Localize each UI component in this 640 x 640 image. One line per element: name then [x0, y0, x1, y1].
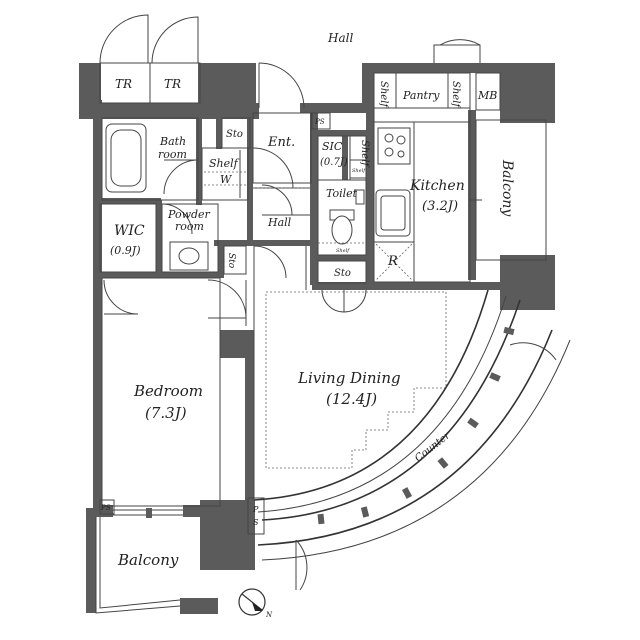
- label-shelf-small: Shelf: [352, 168, 366, 174]
- label-tr-2: TR: [164, 77, 181, 91]
- label-powder-1: Powder: [167, 208, 211, 221]
- label-balcony-right: Balcony: [499, 159, 515, 217]
- label-bath-2: room: [158, 148, 187, 161]
- linework: [95, 14, 571, 614]
- label-bath-1: Bath: [159, 135, 186, 148]
- compass-north-label: N: [265, 611, 273, 619]
- label-tr-1: TR: [115, 77, 132, 91]
- label-pantry: Pantry: [402, 89, 440, 102]
- label-shelf-toilet: Shelf: [336, 248, 350, 254]
- label-r: R: [387, 254, 398, 269]
- label-living-2: (12.4J): [326, 390, 377, 408]
- label-wic-2: (0.9J): [110, 244, 141, 257]
- label-entrance: Ent.: [267, 135, 295, 150]
- label-shelf-pantry-left: Shelf: [378, 81, 389, 109]
- label-bedroom-2: (7.3J): [145, 404, 187, 422]
- compass: N: [238, 588, 273, 619]
- label-toilet: Toilet: [326, 187, 358, 200]
- label-sto-powder: Sto: [226, 253, 236, 269]
- label-sic-1: SIC: [322, 140, 343, 153]
- label-wic-1: WIC: [114, 223, 145, 239]
- label-w: W: [220, 173, 233, 186]
- walls: [79, 63, 555, 614]
- label-shelf-sic: Shelf: [359, 140, 370, 168]
- label-shelf-left: Shelf: [209, 157, 240, 170]
- label-ps-bedroom: PS: [100, 504, 111, 512]
- label-sic-2: (0.7J): [320, 157, 348, 168]
- label-ps-living-2: S: [253, 518, 259, 527]
- label-ps-top: PS: [314, 118, 325, 126]
- label-sto-bottom: Sto: [334, 268, 351, 279]
- label-ps-living-1: P: [252, 505, 259, 514]
- label-kitchen-2: (3.2J): [422, 199, 458, 214]
- label-kitchen-1: Kitchen: [409, 178, 465, 194]
- label-shelf-pantry: Shelf: [450, 81, 461, 109]
- label-powder-2: room: [175, 220, 204, 233]
- label-hall-inside: Hall: [267, 216, 292, 229]
- label-hall-outside: Hall: [327, 31, 353, 45]
- label-counter: Counter: [413, 430, 453, 465]
- label-living-1: Living Dining: [297, 369, 401, 387]
- label-balcony-bottom: Balcony: [117, 551, 179, 569]
- labels: Hall TR TR Bath room Sto PS Ent. Shelf S…: [100, 31, 515, 569]
- label-bedroom-1: Bedroom: [133, 382, 203, 400]
- label-mb: MB: [477, 89, 497, 102]
- label-sto-top: Sto: [226, 129, 243, 140]
